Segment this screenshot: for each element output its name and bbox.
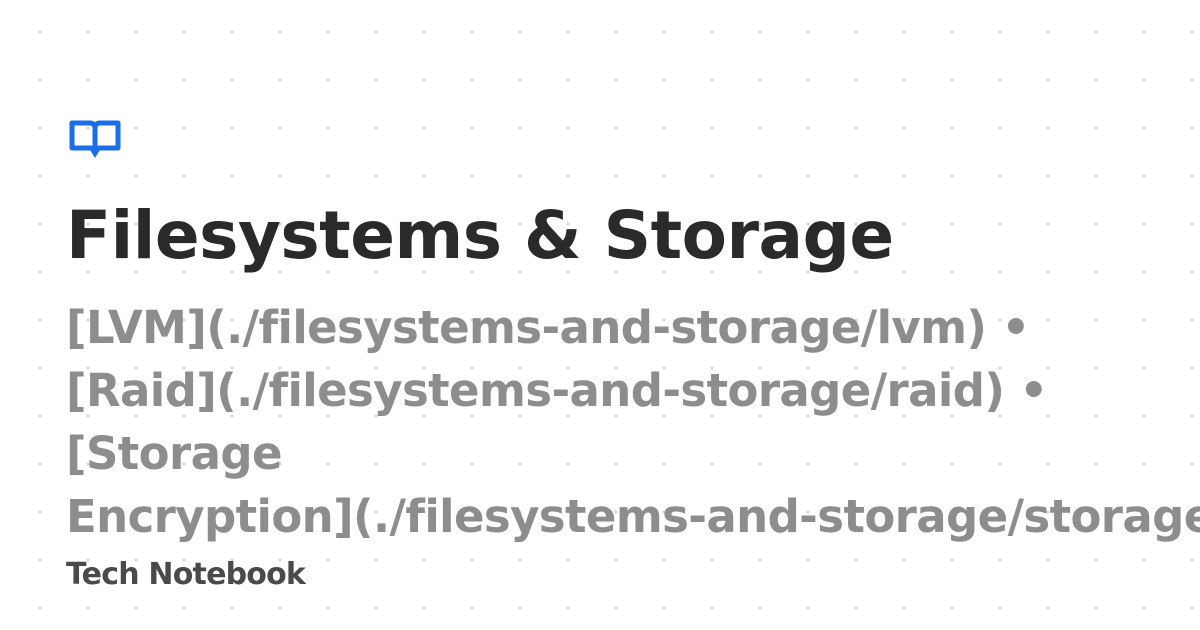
site-name: Tech Notebook: [66, 557, 306, 592]
page-description: [LVM](./filesystems-and-storage/lvm) • […: [66, 296, 1200, 548]
description-line: [Raid](./filesystems-and-storage/raid) •: [66, 364, 1048, 417]
description-line: Encryption](./filesystems-and-storage/st…: [66, 490, 1200, 543]
description-line: [LVM](./filesystems-and-storage/lvm) •: [66, 301, 1030, 354]
page-title: Filesystems & Storage: [66, 197, 894, 274]
description-line: [Storage: [66, 427, 283, 480]
book-open-icon: [68, 118, 122, 162]
